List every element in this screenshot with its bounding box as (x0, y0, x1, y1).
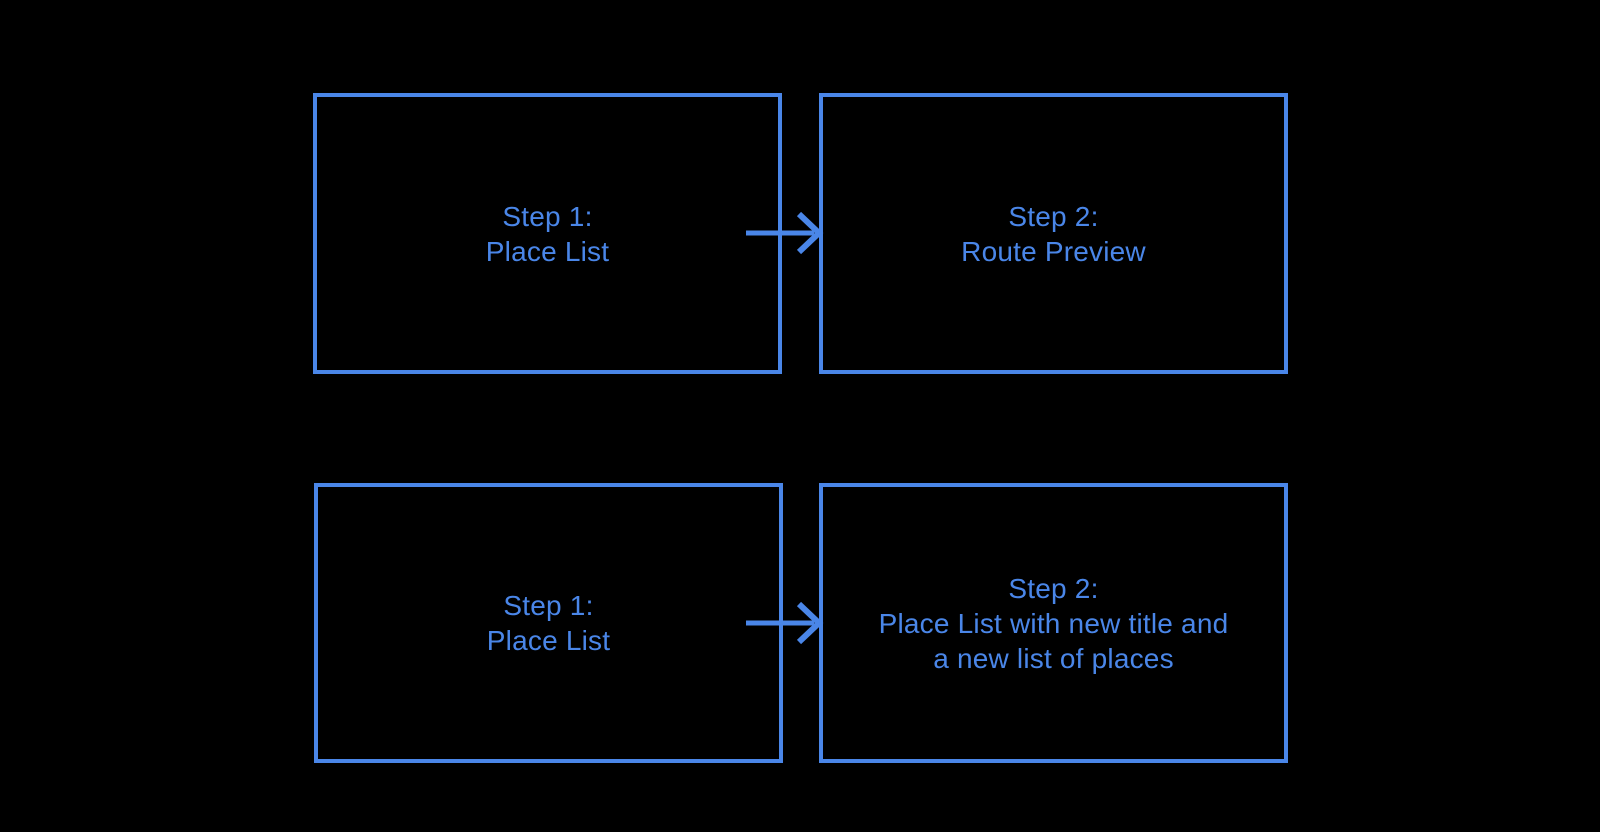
flow1-step1-label: Step 1: Place List (486, 199, 609, 269)
flow2-step2-box: Step 2: Place List with new title and a … (819, 483, 1288, 763)
box-label-line: a new list of places (933, 642, 1174, 674)
box-label-line: Place List (486, 625, 611, 656)
arrow-right-icon (746, 211, 824, 255)
box-label-line: Route Preview (961, 235, 1146, 267)
flow2-step1-box: Step 1: Place List (314, 483, 783, 763)
flow1-step2-label: Step 2: Route Preview (961, 199, 1146, 269)
flow2-step1-label: Step 1: Place List (487, 588, 610, 658)
flow1-step1-box: Step 1: Place List (313, 93, 782, 374)
arrow-right-icon (746, 601, 824, 645)
flow2-step2-label: Step 2: Place List with new title and a … (879, 571, 1229, 676)
box-label-line: Step 2: (1008, 572, 1099, 604)
box-label-line: Place List (485, 235, 610, 267)
flow1-step2-box: Step 2: Route Preview (819, 93, 1288, 374)
box-label-line: Step 2: (1008, 200, 1099, 232)
box-label-line: Place List with new title and (878, 607, 1229, 639)
box-label-line: Step 1: (503, 590, 594, 621)
box-label-line: Step 1: (502, 200, 593, 232)
